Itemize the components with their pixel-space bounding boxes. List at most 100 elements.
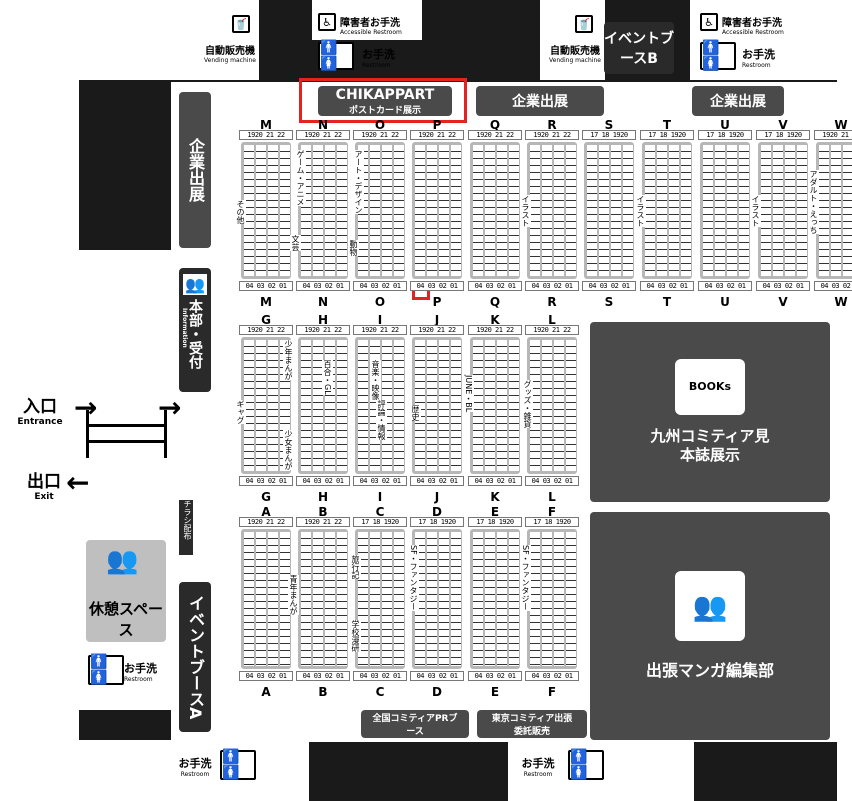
row-letter: N xyxy=(317,295,329,309)
booth-strip xyxy=(473,340,483,471)
booth-strip xyxy=(843,145,852,276)
top-mid-floor xyxy=(540,0,605,80)
booth-numbers-top: 1920 21 22 xyxy=(468,130,522,140)
row-letter: W xyxy=(834,295,848,309)
booth-block xyxy=(470,337,520,474)
booth-strip xyxy=(645,145,655,276)
booth-numbers-bottom: 04 03 02 01 xyxy=(410,281,464,291)
row-letter: U xyxy=(720,295,730,309)
row-letter: B xyxy=(318,685,328,699)
booth-strip xyxy=(542,532,552,666)
booth-numbers-top: 1920 21 22 xyxy=(239,130,293,140)
top-left-floor xyxy=(79,0,259,80)
genre-label: 音楽・映像 xyxy=(370,360,381,400)
meeting-icon: 👥 xyxy=(675,571,745,641)
booth-numbers-bottom: 04 03 02 01 xyxy=(239,281,293,291)
booth-strip xyxy=(325,532,335,666)
accessible-icon-left: ♿ xyxy=(318,13,336,31)
booth-strip xyxy=(256,145,266,276)
booth-strip xyxy=(244,532,254,666)
restroom-icon-top-left: 🚹🚺 xyxy=(318,40,354,72)
rest-area: 👥 休憩スペース xyxy=(86,540,166,642)
booth-strip xyxy=(703,145,713,276)
tokyo-booth: 東京コミティア出張委託販売 xyxy=(477,710,587,738)
genre-label: 百合・GL xyxy=(322,360,333,395)
booth-block xyxy=(527,529,577,669)
booth-numbers-bottom: 04 03 02 01 xyxy=(239,671,293,681)
booth-strip xyxy=(819,145,829,276)
booth-block xyxy=(412,529,462,669)
booth-numbers-top: 17 18 1920 xyxy=(698,130,752,140)
booth-strip xyxy=(485,145,495,276)
row-letter: G xyxy=(261,490,271,504)
booth-strip xyxy=(451,340,461,471)
booth-strip xyxy=(415,532,425,666)
genre-label: JUNE・BL xyxy=(463,375,474,413)
booth-strip xyxy=(727,145,737,276)
genre-label: ゲーム・アニメ xyxy=(295,150,306,206)
booth-strip xyxy=(244,145,254,276)
genre-label: 文芸 xyxy=(290,235,301,251)
booth-strip xyxy=(301,145,311,276)
row-letter: K xyxy=(490,490,500,504)
row-letter: D xyxy=(432,685,442,699)
booth-numbers-top: 17 18 1920 xyxy=(525,517,579,527)
booth-block xyxy=(758,142,808,279)
entrance-line-2 xyxy=(86,440,166,443)
booth-strip xyxy=(439,532,449,666)
booth-block xyxy=(298,529,348,669)
booth-numbers-top: 1920 21 22 xyxy=(410,130,464,140)
booth-strip xyxy=(554,340,564,471)
row-letter: J xyxy=(434,490,440,504)
booth-strip xyxy=(280,532,290,666)
booth-numbers-top: 17 18 1920 xyxy=(756,130,810,140)
booth-numbers-bottom: 04 03 02 01 xyxy=(353,671,407,681)
genre-label: 歴史 xyxy=(410,405,421,421)
row-letter: R xyxy=(547,118,557,132)
booth-strip xyxy=(313,145,323,276)
booth-numbers-bottom: 04 03 02 01 xyxy=(468,281,522,291)
genre-label: 学校漫研 xyxy=(350,620,361,652)
booth-strip xyxy=(244,340,254,471)
booth-numbers-bottom: 04 03 02 01 xyxy=(353,281,407,291)
corporate-booth-left: 企業出展 xyxy=(179,92,211,248)
booth-numbers-top: 1920 21 22 xyxy=(410,325,464,335)
booth-strip xyxy=(427,340,437,471)
info-desk: 👥 本部・受付 Information xyxy=(179,268,211,392)
booth-numbers-bottom: 04 03 02 01 xyxy=(525,281,579,291)
booth-strip xyxy=(370,340,380,471)
booth-strip xyxy=(657,145,667,276)
row-letter: S xyxy=(604,295,614,309)
row-letter: O xyxy=(374,118,386,132)
booth-strip xyxy=(681,145,691,276)
row-letter: P xyxy=(432,118,442,132)
manga-editorial: 👥 出張マンガ編集部 xyxy=(590,512,830,740)
row-letter: F xyxy=(547,685,557,699)
booth-strip xyxy=(497,145,507,276)
booth-strip xyxy=(761,145,771,276)
booth-strip xyxy=(530,145,540,276)
genre-label: その他 xyxy=(235,200,246,224)
booth-numbers-top: 1920 21 22 xyxy=(525,325,579,335)
booth-strip xyxy=(268,145,278,276)
booth-strip xyxy=(715,145,725,276)
national-pr-booth: 全国コミティアPRブース xyxy=(361,710,469,738)
booth-strip xyxy=(337,340,347,471)
genre-label: 少年まんが xyxy=(283,340,294,380)
booth-strip xyxy=(325,340,335,471)
booth-numbers-top: 1920 21 22 xyxy=(525,130,579,140)
booth-strip xyxy=(358,340,368,471)
row-letter: J xyxy=(434,313,440,327)
row-letter: V xyxy=(778,295,788,309)
booth-block xyxy=(241,337,291,474)
booth-numbers-bottom: 04 03 02 01 xyxy=(582,281,636,291)
